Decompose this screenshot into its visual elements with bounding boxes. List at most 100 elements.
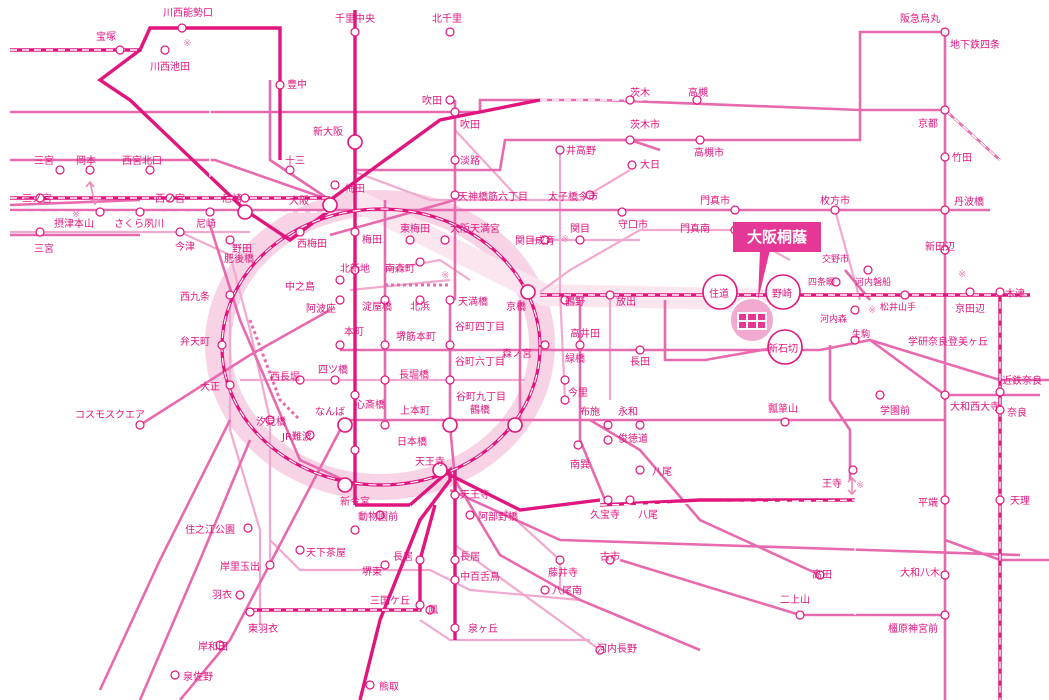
station-label[interactable]: 八尾 <box>652 466 672 478</box>
station-label[interactable]: 野田 <box>232 243 252 255</box>
station-marker[interactable] <box>560 295 570 305</box>
station-label[interactable]: 大和西大寺 <box>950 400 1000 413</box>
station-marker[interactable] <box>347 134 363 150</box>
station-marker[interactable] <box>940 610 950 620</box>
station-marker[interactable] <box>875 390 885 400</box>
station-label[interactable]: 北新地 <box>340 262 370 275</box>
station-marker[interactable] <box>625 495 635 505</box>
station-marker[interactable] <box>445 340 455 350</box>
station-marker[interactable] <box>295 227 305 237</box>
station-marker[interactable] <box>337 477 353 493</box>
station-label[interactable]: 門真市 <box>700 194 730 207</box>
station-marker[interactable] <box>442 417 458 433</box>
station-label[interactable]: 梅田 <box>362 233 382 246</box>
station-label[interactable]: 尼崎 <box>196 217 216 230</box>
station-marker[interactable] <box>35 227 45 237</box>
station-marker[interactable] <box>225 380 235 390</box>
station-label[interactable]: 三宮 <box>34 242 54 255</box>
station-label[interactable]: 茨木 <box>630 86 650 99</box>
station-label[interactable]: 八尾 <box>638 509 658 521</box>
station-marker[interactable] <box>830 205 840 215</box>
station-label[interactable]: 岸里玉出 <box>220 560 260 573</box>
station-marker[interactable] <box>432 462 448 478</box>
station-label[interactable]: 岸和田 <box>198 641 228 653</box>
station-label[interactable]: 関目 <box>570 223 590 235</box>
station-label[interactable]: 大阪 <box>289 194 309 207</box>
station-label[interactable]: 門真南 <box>680 222 710 235</box>
station-marker[interactable] <box>445 27 455 37</box>
station-label[interactable]: 岡本 <box>76 154 96 167</box>
station-marker[interactable] <box>692 95 702 105</box>
station-marker[interactable] <box>450 190 460 200</box>
station-label[interactable]: 天下茶屋 <box>306 546 346 559</box>
station-label[interactable]: 三ノ宮 <box>22 192 52 205</box>
station-marker[interactable] <box>85 165 95 175</box>
station-marker[interactable] <box>573 440 583 450</box>
station-label[interactable]: 放出 <box>616 295 636 308</box>
station-label[interactable]: 鶴野 <box>565 295 585 308</box>
station-label[interactable]: 河内森 <box>820 313 847 325</box>
station-label[interactable]: 鶴橋 <box>470 403 490 416</box>
station-label[interactable]: 尼崎 <box>222 192 242 205</box>
station-label[interactable]: 上本町 <box>400 404 430 417</box>
station-marker[interactable] <box>225 235 235 245</box>
station-label[interactable]: 住道 <box>709 287 729 300</box>
station-label[interactable]: 三宮 <box>34 154 54 167</box>
station-label[interactable]: 河内長野 <box>597 642 637 655</box>
station-label[interactable]: 大和八木 <box>900 566 940 579</box>
station-label[interactable]: 天王寺 <box>415 456 445 468</box>
station-marker[interactable] <box>765 274 801 310</box>
station-label[interactable]: 動物園前 <box>358 510 398 523</box>
station-label[interactable]: 阿波座 <box>306 302 336 315</box>
station-marker[interactable] <box>295 375 305 385</box>
station-label[interactable]: 熊取 <box>379 680 399 693</box>
station-marker[interactable] <box>560 375 570 385</box>
station-marker[interactable] <box>285 165 295 175</box>
station-marker[interactable] <box>350 27 360 37</box>
station-label[interactable]: 吹田 <box>422 94 442 107</box>
station-label[interactable]: JR難波 <box>281 430 312 443</box>
station-marker[interactable] <box>245 607 255 617</box>
station-label[interactable]: 京田辺 <box>955 302 985 315</box>
station-label[interactable]: 木津 <box>1005 288 1025 300</box>
station-label[interactable]: 西宮北口 <box>122 154 162 167</box>
station-marker[interactable] <box>627 160 637 170</box>
station-label[interactable]: 二上山 <box>780 594 810 606</box>
station-label[interactable]: 住之江公園 <box>185 523 235 536</box>
station-marker[interactable] <box>350 227 360 237</box>
station-marker[interactable] <box>540 235 550 245</box>
station-label[interactable]: 西長堀 <box>270 371 300 383</box>
station-marker[interactable] <box>450 107 460 117</box>
station-marker[interactable] <box>831 277 841 287</box>
station-marker[interactable] <box>635 420 645 430</box>
station-marker[interactable] <box>305 430 315 440</box>
station-marker[interactable] <box>160 45 170 55</box>
station-label[interactable]: 西ノ宮 <box>155 192 185 205</box>
station-label[interactable]: 淡路 <box>460 154 480 167</box>
station-marker[interactable] <box>405 235 415 245</box>
station-label[interactable]: 高田 <box>812 568 832 581</box>
station-marker[interactable] <box>625 135 635 145</box>
station-marker[interactable] <box>848 465 858 475</box>
station-marker[interactable] <box>225 290 235 300</box>
station-label[interactable]: 長田 <box>630 356 650 368</box>
station-marker[interactable] <box>995 287 1005 297</box>
station-marker[interactable] <box>595 645 605 655</box>
station-marker[interactable] <box>450 623 460 633</box>
station-label[interactable]: 泉ヶ丘 <box>468 622 498 635</box>
station-marker[interactable] <box>440 235 450 245</box>
station-label[interactable]: 平端 <box>918 496 938 509</box>
station-label[interactable]: 谷町九丁目 <box>456 391 506 403</box>
station-label[interactable]: 日本橋 <box>397 435 427 448</box>
station-marker[interactable] <box>335 275 345 285</box>
station-marker[interactable] <box>900 290 910 300</box>
station-marker[interactable] <box>243 523 253 533</box>
station-marker[interactable] <box>177 23 187 33</box>
station-label[interactable]: 高槻 <box>688 86 708 99</box>
station-label[interactable]: 西九条 <box>180 290 210 303</box>
station-marker[interactable] <box>350 525 360 535</box>
station-marker[interactable] <box>380 375 390 385</box>
station-label[interactable]: 新大阪 <box>313 125 343 138</box>
station-marker[interactable] <box>702 274 738 310</box>
station-marker[interactable] <box>275 80 285 90</box>
